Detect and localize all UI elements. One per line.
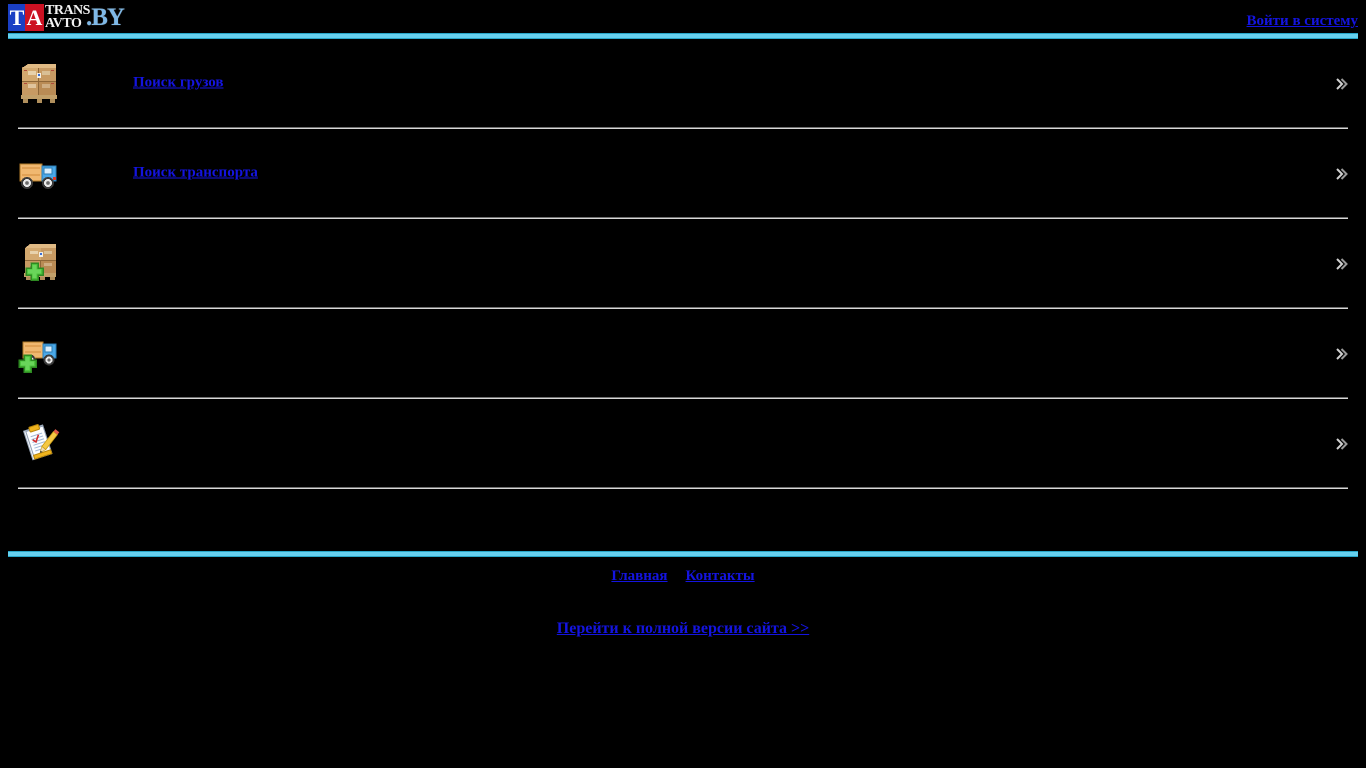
footer-spacer — [0, 489, 1366, 551]
row-separator — [18, 307, 1348, 309]
logo-monogram-t: T — [8, 3, 26, 31]
logo-wordmark: TRANS AVTO — [45, 4, 90, 31]
full-version-container: Перейти к полной версии сайта >> — [0, 620, 1366, 638]
double-chevron-right-icon — [1336, 437, 1348, 450]
logo-suffix-by: .BY — [86, 4, 125, 31]
add-cargo-boxes-icon — [18, 242, 60, 284]
footer-link-home[interactable]: Главная — [611, 568, 668, 584]
menu-item-label: Поиск транспорта — [133, 164, 258, 181]
double-chevron-right-icon — [1336, 257, 1348, 270]
logo-monogram-icon: T A — [8, 3, 44, 31]
header-divider — [8, 33, 1358, 39]
clipboard-pencil-icon — [18, 422, 60, 464]
menu-item-my-records[interactable] — [0, 399, 1366, 487]
cargo-boxes-pallet-icon — [18, 62, 60, 104]
double-chevron-right-icon — [1336, 167, 1348, 180]
page-header: T A TRANS AVTO .BY Войти в систему — [0, 0, 1366, 33]
row-separator — [18, 127, 1348, 129]
full-version-link[interactable]: Перейти к полной версии сайта >> — [556, 620, 810, 637]
menu-item-search-transport[interactable]: Поиск транспорта — [0, 129, 1366, 217]
add-truck-icon — [18, 332, 60, 374]
double-chevron-right-icon — [1336, 77, 1348, 90]
menu-item-add-cargo[interactable] — [0, 219, 1366, 307]
main-menu: Поиск грузов — [0, 39, 1366, 489]
logo-monogram-a: A — [25, 3, 44, 31]
row-separator — [18, 217, 1348, 219]
menu-item-label: Поиск грузов — [133, 74, 224, 91]
double-chevron-right-icon — [1336, 347, 1348, 360]
footer-divider — [8, 551, 1358, 557]
footer-nav: Главная Контакты — [0, 557, 1366, 585]
site-logo[interactable]: T A TRANS AVTO .BY — [8, 3, 125, 31]
logo-word-top: TRANS — [45, 3, 90, 18]
row-separator — [18, 397, 1348, 399]
login-link[interactable]: Войти в систему — [1246, 13, 1358, 29]
logo-word-bottom: AVTO — [45, 16, 82, 31]
menu-item-search-cargo[interactable]: Поиск грузов — [0, 39, 1366, 127]
truck-icon — [18, 152, 60, 194]
menu-item-add-transport[interactable] — [0, 309, 1366, 397]
footer-link-contacts[interactable]: Контакты — [685, 568, 755, 584]
row-separator — [18, 487, 1348, 489]
